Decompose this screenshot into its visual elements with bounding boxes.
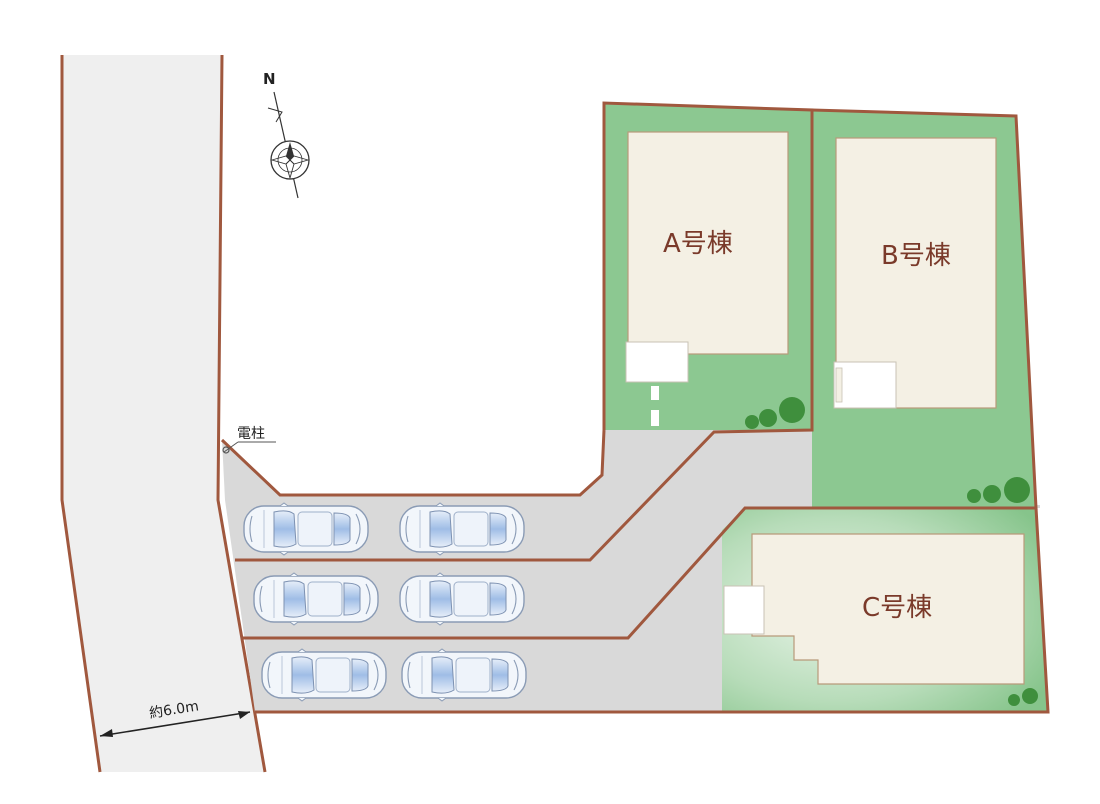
building-a-walkway-1: [651, 386, 659, 400]
utility-pole-marker: 電柱: [222, 426, 276, 454]
parking-area: [222, 430, 1040, 712]
building-b-label: B号棟: [881, 241, 951, 271]
car-icon: [401, 648, 527, 702]
tree-icon: [745, 415, 759, 429]
car-icon: [261, 648, 387, 702]
tree-icon: [983, 485, 1001, 503]
trees-lot-c: [1008, 688, 1038, 706]
lot-b-boundary: [242, 108, 1038, 640]
road-width-dimension: 約6.0m: [99, 698, 251, 737]
tree-icon: [1022, 688, 1038, 704]
compass: N: [263, 70, 310, 199]
car-icon: [243, 502, 369, 556]
building-c-porch: [723, 585, 765, 635]
building-b-porch-step: [835, 367, 843, 403]
tree-icon: [759, 409, 777, 427]
tree-icon: [967, 489, 981, 503]
building-c: [751, 533, 1025, 685]
building-b-porch: [833, 361, 897, 409]
road-width-label: 約6.0m: [148, 698, 200, 722]
road: [62, 55, 265, 772]
trees-lot-b: [967, 477, 1030, 503]
compass-rose-icon: [270, 140, 310, 180]
tree-icon: [1004, 477, 1030, 503]
building-a-porch: [625, 341, 689, 383]
trees-lot-a: [745, 397, 805, 429]
lot-c-boundary: [255, 507, 1050, 714]
car-icon: [399, 502, 525, 556]
road-edge-west: [60, 55, 102, 773]
utility-pole-icon: [222, 446, 230, 454]
building-a-label: A号棟: [663, 229, 733, 259]
tree-icon: [1008, 694, 1020, 706]
tree-icon: [779, 397, 805, 423]
building-a-walkway-2: [651, 410, 659, 426]
road-edge-east: [216, 54, 267, 773]
car-icon: [253, 572, 379, 626]
car-icon: [399, 572, 525, 626]
utility-pole-label: 電柱: [237, 426, 265, 442]
building-a: [627, 131, 789, 355]
building-c-label: C号棟: [862, 593, 932, 623]
parking-north-boundary: [220, 429, 606, 497]
compass-north-label: N: [263, 70, 276, 88]
